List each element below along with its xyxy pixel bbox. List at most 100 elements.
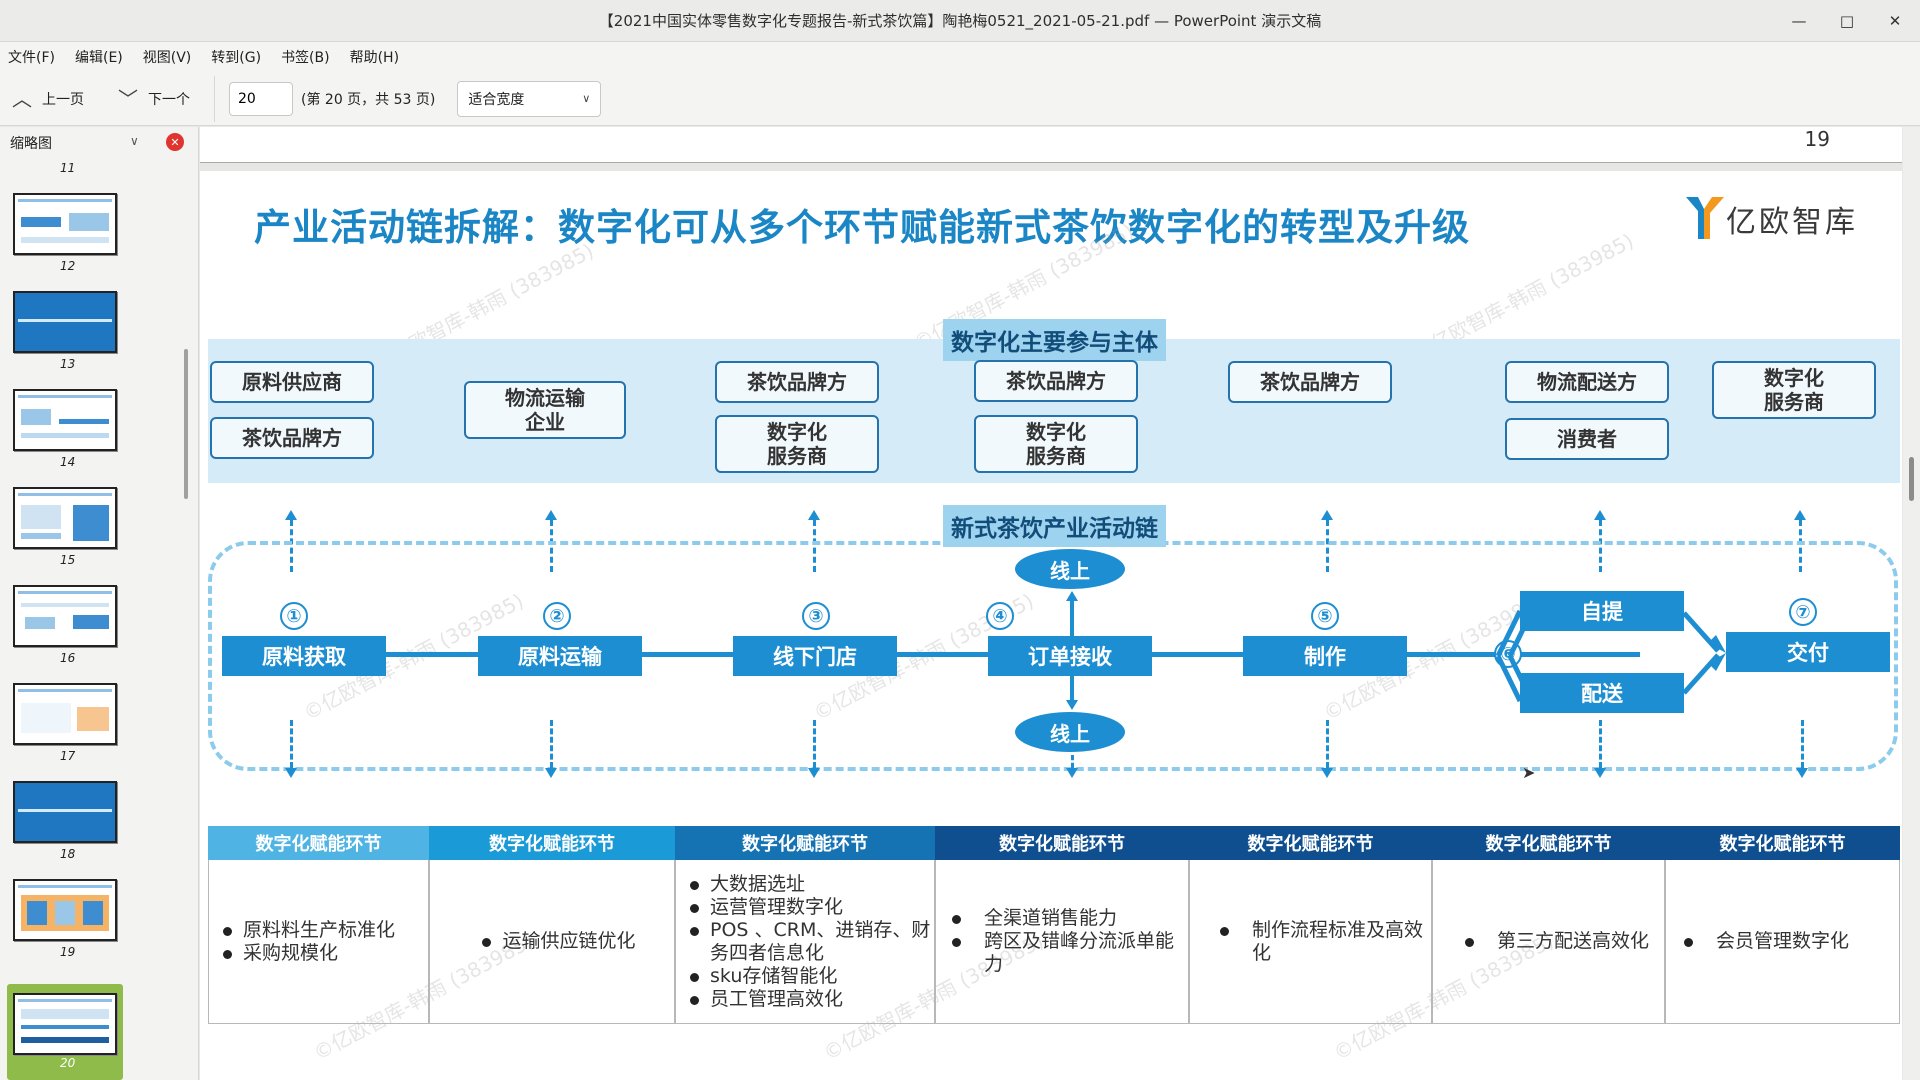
dashed-connector	[813, 520, 816, 572]
dashed-connector	[1799, 520, 1802, 572]
table-cell: 大数据选址 运营管理数字化 POS 、CRM、进销存、财务四者信息化 sku存储…	[675, 860, 935, 1024]
step-number: ⑦	[1789, 598, 1817, 626]
arrow-down-icon	[1796, 768, 1808, 778]
table-header: 数字化赋能环节	[1432, 826, 1665, 860]
page-number: 19	[1804, 127, 1830, 151]
list-item: 第三方配送高效化	[1463, 930, 1649, 953]
list-item: 运营管理数字化	[688, 896, 934, 919]
previous-page-button[interactable]: ︿ 上一页	[12, 81, 84, 117]
thumbnail-page-14[interactable]	[13, 389, 117, 451]
step-number: ④	[986, 602, 1014, 630]
thumbnail-page-13[interactable]	[13, 291, 117, 353]
step-production: 制作	[1243, 636, 1407, 676]
step-raw-material: 原料获取	[222, 636, 386, 676]
dashed-connector	[290, 520, 293, 572]
participant-box: 消费者	[1505, 418, 1669, 460]
page-number-input[interactable]	[229, 81, 293, 116]
arrow-up-icon	[1594, 510, 1606, 520]
dashed-connector	[1326, 720, 1329, 768]
chevron-down-icon[interactable]: ∨	[130, 134, 139, 148]
next-page-button[interactable]: ﹀ 下一个	[118, 81, 190, 117]
participant-box: 茶饮品牌方	[1228, 361, 1392, 403]
list-item: 原料料生产标准化	[221, 919, 395, 942]
menu-view[interactable]: 视图(V)	[142, 50, 192, 66]
online-connector	[1070, 599, 1074, 636]
dashed-connector	[1071, 755, 1074, 768]
step-number: ⑤	[1311, 602, 1339, 630]
table-header: 数字化赋能环节	[208, 826, 429, 860]
step-self-pickup: 自提	[1520, 591, 1684, 631]
menu-file[interactable]: 文件(F)	[8, 50, 55, 66]
sidebar-scrollbar[interactable]	[182, 159, 190, 1080]
minimize-button[interactable]: —	[1791, 12, 1807, 30]
thumbnail-label: 20	[60, 1056, 76, 1070]
list-item: 大数据选址	[688, 873, 934, 896]
participants-label: 数字化主要参与主体	[943, 319, 1166, 361]
arrow-down-icon	[1066, 768, 1078, 778]
arrow-up-icon	[285, 510, 297, 520]
chevron-up-icon: ︿	[12, 86, 32, 111]
slide-page: 产业活动链拆解：数字化可从多个环节赋能新式茶饮数字化的转型及升级 亿欧智库 ©亿…	[200, 171, 1902, 1080]
next-page-label: 下一个	[148, 91, 190, 108]
thumbnail-label: 14	[60, 455, 76, 469]
thumbnail-page-12[interactable]	[13, 193, 117, 255]
dashed-connector	[290, 720, 293, 768]
participant-box: 数字化 服务商	[974, 415, 1138, 473]
thumbnail-label: 12	[60, 259, 76, 273]
table-header: 数字化赋能环节	[429, 826, 675, 860]
menu-go[interactable]: 转到(G)	[211, 50, 262, 66]
thumbnail-page-18[interactable]	[13, 781, 117, 843]
arrow-down-icon	[1594, 768, 1606, 778]
table-cell: 第三方配送高效化	[1432, 860, 1665, 1024]
menu-bookmarks[interactable]: 书签(B)	[281, 50, 330, 66]
thumbnail-label: 17	[60, 749, 76, 763]
online-connector	[1070, 676, 1074, 702]
dashed-connector	[1599, 720, 1602, 768]
close-sidebar-icon[interactable]: ✕	[166, 133, 184, 151]
document-view[interactable]: 19 产业活动链拆解：数字化可从多个环节赋能新式茶饮数字化的转型及升级 亿欧智库…	[200, 127, 1902, 1080]
thumbnail-label: 16	[60, 651, 76, 665]
previous-page-label: 上一页	[42, 91, 84, 108]
maximize-button[interactable]: □	[1839, 12, 1855, 30]
toolbar: ︿ 上一页 ﹀ 下一个 (第 20 页，共 53 页) 适合宽度 ∨	[0, 72, 1920, 126]
online-top-oval: 线上	[1015, 549, 1125, 589]
chevron-down-icon: ﹀	[118, 86, 138, 111]
window-titlebar: 【2021中国实体零售数字化专题报告-新式茶饮篇】陶艳梅0521_2021-05…	[0, 0, 1920, 42]
thumbnail-page-20[interactable]	[13, 993, 117, 1055]
step-number: ①	[280, 602, 308, 630]
list-item: 制作流程标准及高效化	[1218, 919, 1431, 965]
dashed-connector	[813, 720, 816, 768]
arrow-down-icon	[545, 768, 557, 778]
table-header: 数字化赋能环节	[1189, 826, 1432, 860]
arrow-up-icon	[1066, 591, 1078, 601]
thumbnail-page-16[interactable]	[13, 585, 117, 647]
thumbnail-list[interactable]: 11 12 13 14 15	[0, 159, 182, 1080]
zoom-select[interactable]: 适合宽度 ∨	[457, 80, 602, 117]
close-window-button[interactable]: ✕	[1888, 12, 1902, 30]
zoom-value: 适合宽度	[468, 91, 525, 108]
arrow-down-icon	[285, 768, 297, 778]
menu-edit[interactable]: 编辑(E)	[74, 50, 123, 66]
menu-help[interactable]: 帮助(H)	[349, 50, 400, 66]
list-item: 采购规模化	[221, 942, 395, 965]
document-scrollbar[interactable]	[1903, 127, 1920, 1080]
participant-box: 物流配送方	[1505, 361, 1669, 403]
thumbnail-page-17[interactable]	[13, 683, 117, 745]
table-cell: 会员管理数字化	[1665, 860, 1900, 1024]
step-order-receive: 订单接收	[988, 636, 1152, 676]
arrow-down-icon	[1066, 700, 1078, 710]
sidebar-header[interactable]: 缩略图 ∨ ✕	[0, 127, 198, 159]
list-item: POS 、CRM、进销存、财务四者信息化	[688, 919, 934, 965]
slide-title: 产业活动链拆解：数字化可从多个环节赋能新式茶饮数字化的转型及升级	[254, 206, 1470, 249]
table-cell: 运输供应链优化	[429, 860, 675, 1024]
thumbnail-label: 19	[60, 945, 76, 959]
thumbnail-sidebar: 缩略图 ∨ ✕ 11 12 13 14 15	[0, 127, 199, 1080]
arrow-down-icon	[808, 768, 820, 778]
thumbnail-label: 15	[60, 553, 76, 567]
window-title: 【2021中国实体零售数字化专题报告-新式茶饮篇】陶艳梅0521_2021-05…	[598, 12, 1322, 30]
thumbnail-page-19[interactable]	[13, 879, 117, 941]
thumbnail-page-15[interactable]	[13, 487, 117, 549]
participant-box: 数字化 服务商	[1712, 361, 1876, 419]
table-header: 数字化赋能环节	[935, 826, 1189, 860]
list-item: sku存储智能化	[688, 965, 934, 988]
